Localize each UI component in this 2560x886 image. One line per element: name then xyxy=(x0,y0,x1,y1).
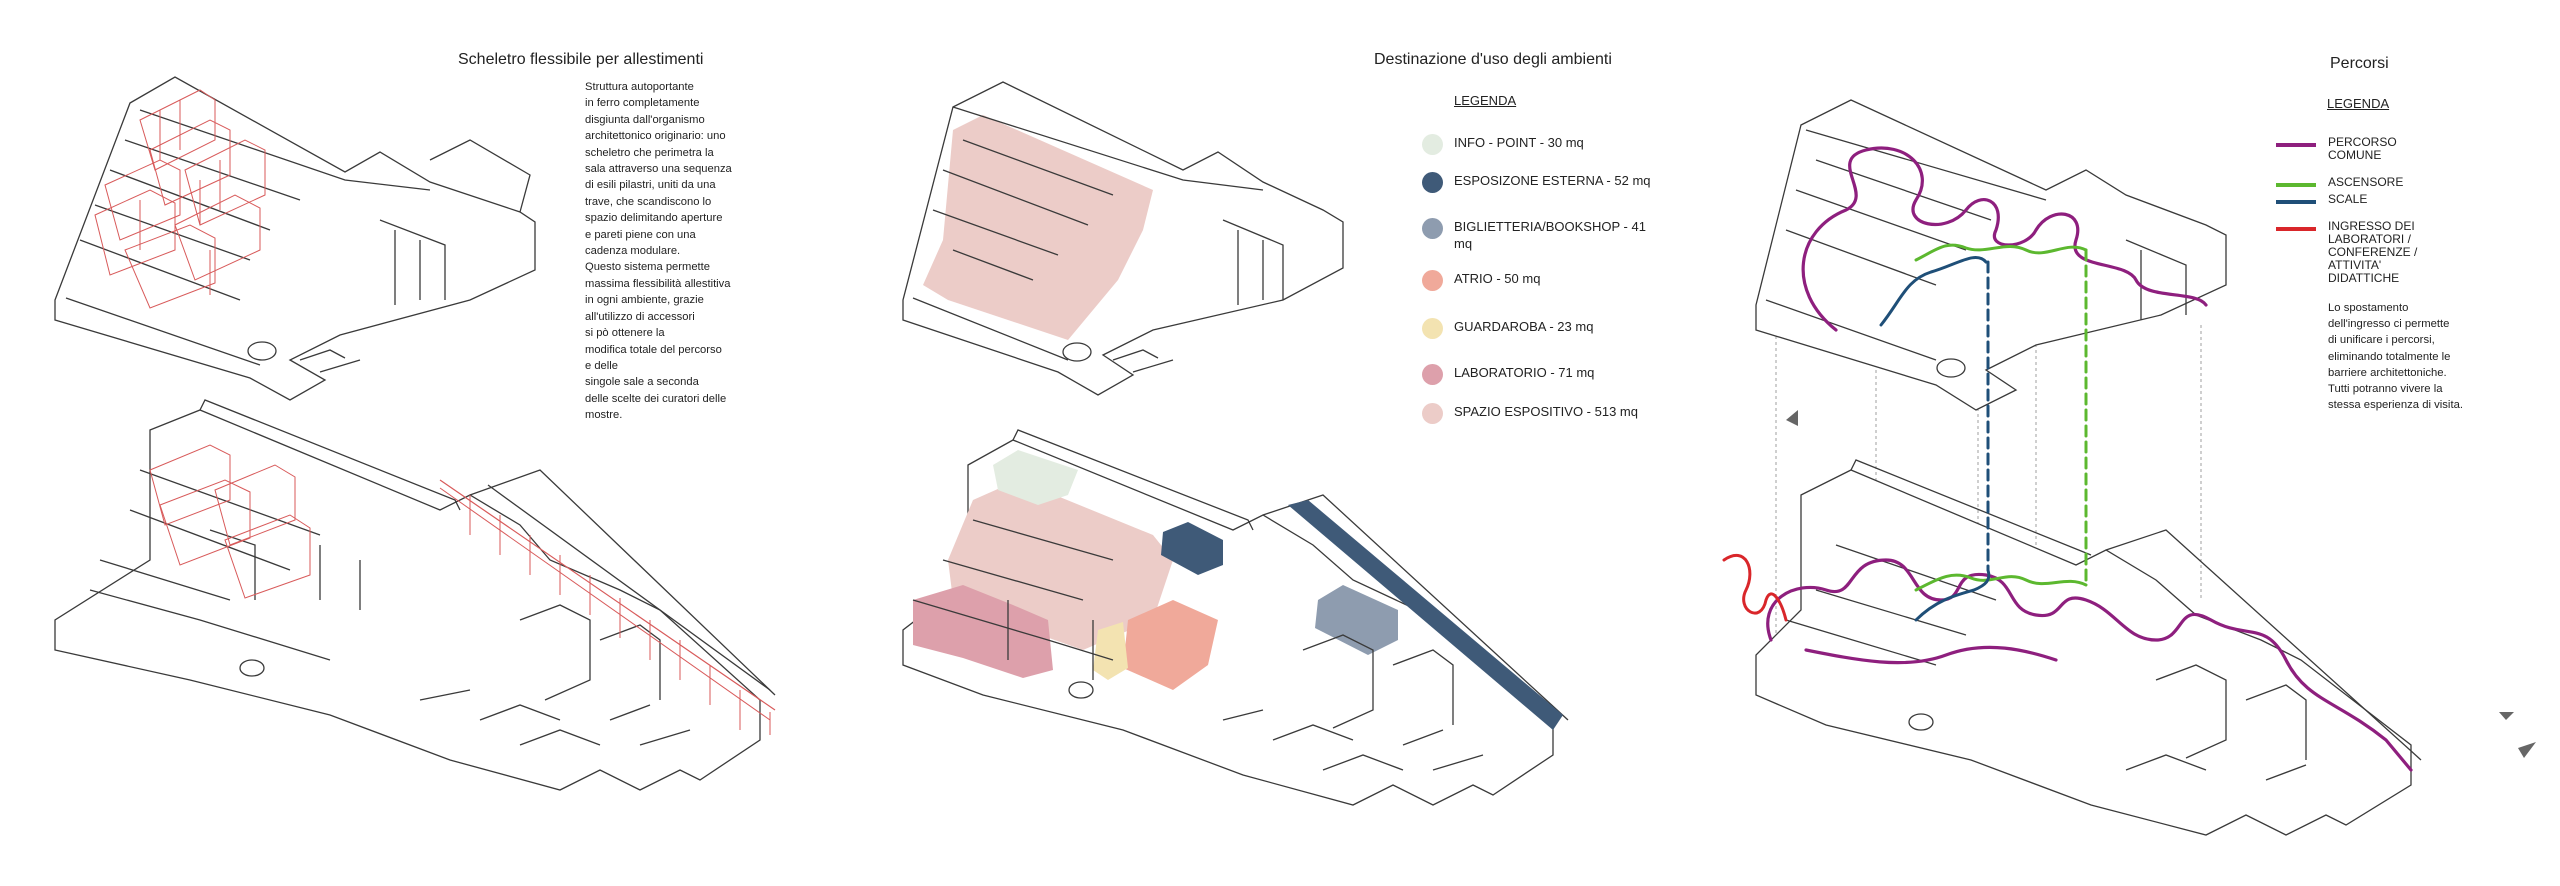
legend-label: ATRIO - 50 mq xyxy=(1454,271,1541,286)
stairs-path xyxy=(1879,256,1991,622)
description-line: sala attraverso una sequenza xyxy=(585,163,732,176)
legend-swatch xyxy=(1422,403,1443,424)
panel-title: Destinazione d'uso degli ambienti xyxy=(1374,51,1612,68)
legend-line xyxy=(2276,143,2316,147)
legend-item: SCALE xyxy=(2276,193,2438,206)
description-line: in ferro completamente xyxy=(585,97,700,110)
cloakroom-area xyxy=(1093,622,1128,680)
description-line: si pò ottenere la xyxy=(585,327,665,340)
legend-item: ASCENSORE xyxy=(2276,176,2438,189)
description-line: modifica totale del percorso xyxy=(585,343,722,356)
use-axonometric-plans xyxy=(902,81,1569,806)
legend-label: INGRESSO DEI LABORATORI / CONFERENZE / A… xyxy=(2328,219,2418,285)
legend-label: PERCORSO COMUNE xyxy=(2328,135,2397,162)
description-line: massima flessibilità allestitiva xyxy=(585,277,731,290)
description-line: Questo sistema permette xyxy=(585,261,710,274)
paths-axonometric-plans xyxy=(1722,99,2536,836)
common-path xyxy=(1766,146,2413,772)
description-line: spazio delimitando aperture xyxy=(585,212,723,225)
description-line: trave, che scandiscono lo xyxy=(585,195,712,208)
legend-label: SCALE xyxy=(2328,192,2368,206)
legend-label: LABORATORIO - 71 mq xyxy=(1454,365,1595,380)
external-exhibition-area xyxy=(1161,522,1223,575)
note-line: stessa esperienza di visita. xyxy=(2328,399,2464,412)
description-line: delle scelte dei curatori delle xyxy=(585,392,727,405)
upper-skeleton-frame xyxy=(94,89,266,309)
note-line: dell'ingresso ci permette xyxy=(2328,318,2450,331)
atrium-area xyxy=(1123,600,1218,690)
note-line: barriere architettoniche. xyxy=(2328,366,2447,379)
legend-title: LEGENDA xyxy=(1454,93,1517,108)
lower-floor-plan xyxy=(902,429,1569,806)
description-line: in ogni ambiente, grazie xyxy=(585,294,704,307)
panel-title: Scheletro flessibile per allestimenti xyxy=(458,51,704,68)
description-line: Struttura autoportante xyxy=(585,81,694,93)
description-text: Struttura autoportante in ferro completam… xyxy=(585,79,732,424)
legend-item: INFO - POINT - 30 mq xyxy=(1422,134,1654,155)
legend-label: GUARDAROBA - 23 mq xyxy=(1454,319,1594,334)
description-line: all'utilizzo di accessori xyxy=(585,310,695,323)
legend-label: INFO - POINT - 30 mq xyxy=(1454,135,1584,150)
legend-item: INGRESSO DEI LABORATORI / CONFERENZE / A… xyxy=(2276,220,2438,285)
legend-line xyxy=(2276,183,2316,187)
description-line: singole sale a seconda xyxy=(585,376,699,389)
exhibition-space-upper xyxy=(923,115,1153,340)
legend-label: ASCENSORE xyxy=(2328,175,2404,189)
external-exhibition-ramp xyxy=(1288,500,1563,730)
legend-item: LABORATORIO - 71 mq xyxy=(1422,364,1654,385)
upper-floor-plan xyxy=(1755,99,2227,411)
legend-item: BIGLIETTERIA/BOOKSHOP - 41 mq xyxy=(1422,218,1654,252)
description-line: e pareti piene con una xyxy=(585,228,696,241)
legend-swatch xyxy=(1422,172,1443,193)
legend-item: ATRIO - 50 mq xyxy=(1422,270,1654,291)
legend-swatch xyxy=(1422,318,1443,339)
note-line: di unificare i percorsi, xyxy=(2328,334,2435,347)
workshop-entrance-path xyxy=(1722,553,1788,622)
legend-item: SPAZIO ESPOSITIVO - 513 mq xyxy=(1422,403,1654,424)
legend-label: ESPOSIZONE ESTERNA - 52 mq xyxy=(1454,173,1651,188)
legend-item: GUARDAROBA - 23 mq xyxy=(1422,318,1654,339)
entrance-arrow-icon xyxy=(2518,742,2536,758)
legend-item: PERCORSO COMUNE xyxy=(2276,136,2438,162)
entrance-arrow-icon xyxy=(1786,410,1798,426)
legend-line xyxy=(2276,227,2316,231)
note-line: eliminando totalmente le xyxy=(2328,350,2451,363)
panel-skeleton: Scheletro flessibile per allestimenti St… xyxy=(0,0,853,886)
lower-floor-plan xyxy=(1755,459,2422,836)
skeleton-axonometric-plans xyxy=(54,76,776,791)
legend-item: ESPOSIZONE ESTERNA - 52 mq xyxy=(1422,172,1654,193)
elevator-path xyxy=(1914,243,2088,592)
description-line: cadenza modulare. xyxy=(585,245,681,258)
legend-swatch xyxy=(1422,218,1443,239)
description-line: architettonico originario: uno xyxy=(585,130,726,143)
legend-label: BIGLIETTERIA/BOOKSHOP - 41 mq xyxy=(1454,219,1646,251)
legend-line xyxy=(2276,200,2316,204)
legend-swatch xyxy=(1422,134,1443,155)
note-line: Lo spostamento xyxy=(2328,302,2409,314)
lower-floor-plan xyxy=(54,399,776,791)
legend-swatch xyxy=(1422,270,1443,291)
legend-label: SPAZIO ESPOSITIVO - 513 mq xyxy=(1454,404,1638,419)
legend-title: LEGENDA xyxy=(2327,96,2390,111)
note-line: Tutti potranno vivere la xyxy=(2328,383,2443,396)
panel-title: Percorsi xyxy=(2330,55,2389,72)
panel-destination-use: Destinazione d'uso degli ambienti LEGEND… xyxy=(853,0,1706,886)
upper-floor-plan xyxy=(54,76,536,401)
laboratory-area xyxy=(913,585,1053,678)
legend-swatch xyxy=(1422,364,1443,385)
upper-floor-plan xyxy=(902,81,1344,396)
entrance-arrow-icon xyxy=(2499,712,2514,720)
description-line: di esili pilastri, uniti da una xyxy=(585,179,716,192)
lower-skeleton-frame xyxy=(149,444,776,735)
description-line: scheletro che perimetra la xyxy=(585,146,714,159)
paths-note: Lo spostamento dell'ingresso ci permette d… xyxy=(2328,300,2463,413)
description-line: disgiunta dall'organismo xyxy=(585,113,705,126)
description-line: mostre. xyxy=(585,409,623,422)
info-point-area xyxy=(993,450,1078,505)
description-line: e delle xyxy=(585,359,618,372)
panel-paths: Percorsi LEGENDA PERCORSO COMUNE ASCENSOR… xyxy=(1706,0,2560,886)
